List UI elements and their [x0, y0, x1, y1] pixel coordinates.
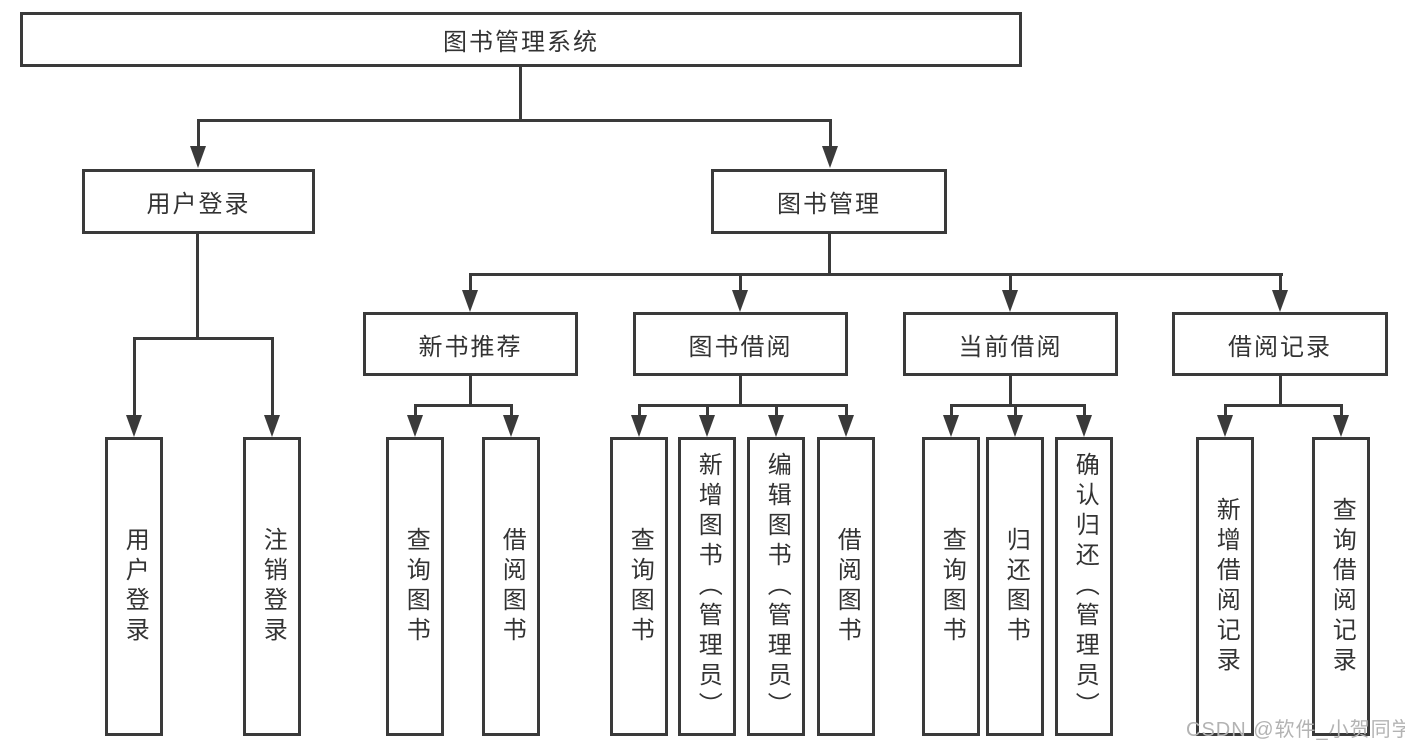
node-book-borrow: 图书借阅 [633, 312, 848, 376]
node-borrow-records-label: 借阅记录 [1228, 333, 1332, 361]
connector-stem [1340, 404, 1343, 417]
arrowhead-down [1002, 290, 1018, 312]
arrowhead-down [768, 415, 784, 437]
connector-current-borrow-trunk [1009, 376, 1012, 406]
arrowhead-down [838, 415, 854, 437]
arrowhead-down [1217, 415, 1233, 437]
node-book-management: 图书管理 [711, 169, 947, 234]
arrowhead-down [732, 290, 748, 312]
connector-current-borrow-bar [950, 404, 1086, 407]
arrowhead-down [822, 146, 838, 168]
arrowhead-down [1272, 290, 1288, 312]
connector-level3-bar [469, 273, 1283, 276]
connector-book-borrow-trunk [739, 376, 742, 406]
connector-stem [706, 404, 709, 417]
connector-stem [414, 404, 417, 417]
leaf-query-books-recommend: 查询图书 [386, 437, 444, 736]
leaf-add-book-admin-label: 新增图书（管理员） [694, 451, 722, 722]
leaf-borrow-books: 借阅图书 [817, 437, 875, 736]
connector-stem [271, 337, 274, 417]
leaf-user-login: 用户登录 [105, 437, 163, 736]
connector-stem [845, 404, 848, 417]
arrowhead-down [1007, 415, 1023, 437]
leaf-logout: 注销登录 [243, 437, 301, 736]
leaf-query-books-recommend-label: 查询图书 [402, 526, 430, 647]
connector-stem [638, 404, 641, 417]
connector-root-trunk [519, 67, 522, 120]
leaf-add-book-admin: 新增图书（管理员） [678, 437, 736, 736]
leaf-query-books-borrow: 查询图书 [610, 437, 668, 736]
connector-stem [1083, 404, 1086, 417]
arrowhead-down [407, 415, 423, 437]
connector-book-borrow-bar [638, 404, 848, 407]
node-user-login-label: 用户登录 [146, 191, 251, 218]
connector-stem [829, 119, 832, 149]
arrowhead-down [503, 415, 519, 437]
leaf-edit-book-admin: 编辑图书（管理员） [747, 437, 805, 736]
connector-stem [1224, 404, 1227, 417]
connector-user-login-trunk [196, 234, 199, 340]
leaf-confirm-return-admin-label: 确认归还（管理员） [1071, 451, 1099, 722]
leaf-query-borrow-record-label: 查询借阅记录 [1328, 496, 1356, 677]
connector-borrow-records-trunk [1279, 376, 1282, 406]
node-new-book-recommend-label: 新书推荐 [418, 333, 523, 361]
leaf-borrow-books-recommend: 借阅图书 [482, 437, 540, 736]
leaf-logout-label: 注销登录 [259, 526, 287, 647]
leaf-confirm-return-admin: 确认归还（管理员） [1055, 437, 1113, 736]
arrowhead-down [1076, 415, 1092, 437]
connector-stem [950, 404, 953, 417]
leaf-edit-book-admin-label: 编辑图书（管理员） [763, 451, 791, 722]
arrowhead-down [190, 146, 206, 168]
connector-stem [133, 337, 136, 417]
arrowhead-down [943, 415, 959, 437]
connector-stem [469, 273, 472, 293]
connector-book-management-trunk [828, 234, 831, 276]
node-library-system: 图书管理系统 [20, 12, 1022, 67]
node-borrow-records: 借阅记录 [1172, 312, 1388, 376]
csdn-watermark: CSDN @软件_小贺同学 [1186, 719, 1405, 741]
node-user-login: 用户登录 [82, 169, 315, 234]
connector-new-book-bar [414, 404, 513, 407]
arrowhead-down [264, 415, 280, 437]
leaf-query-books-borrow-label: 查询图书 [626, 526, 654, 647]
connector-stem [739, 273, 742, 293]
connector-stem [197, 119, 200, 149]
connector-stem [1014, 404, 1017, 417]
connector-stem [1279, 273, 1282, 293]
leaf-borrow-books-label: 借阅图书 [833, 526, 861, 647]
leaf-return-books: 归还图书 [986, 437, 1044, 736]
leaf-add-borrow-record-label: 新增借阅记录 [1212, 496, 1240, 677]
connector-stem [775, 404, 778, 417]
node-book-borrow-label: 图书借阅 [688, 333, 793, 361]
arrowhead-down [462, 290, 478, 312]
connector-stem [510, 404, 513, 417]
leaf-query-borrow-record: 查询借阅记录 [1312, 437, 1370, 736]
leaf-query-books-current: 查询图书 [922, 437, 980, 736]
connector-level2-bar [197, 119, 832, 122]
leaf-return-books-label: 归还图书 [1002, 526, 1030, 647]
node-current-borrow: 当前借阅 [903, 312, 1118, 376]
connector-borrow-records-bar [1224, 404, 1343, 407]
leaf-borrow-books-recommend-label: 借阅图书 [498, 526, 526, 647]
node-library-system-label: 图书管理系统 [443, 29, 599, 56]
leaf-add-borrow-record: 新增借阅记录 [1196, 437, 1254, 736]
leaf-query-books-current-label: 查询图书 [938, 526, 966, 647]
arrowhead-down [1333, 415, 1349, 437]
connector-user-login-bar [133, 337, 274, 340]
node-current-borrow-label: 当前借阅 [958, 333, 1063, 361]
arrowhead-down [126, 415, 142, 437]
arrowhead-down [699, 415, 715, 437]
connector-stem [1009, 273, 1012, 293]
connector-new-book-trunk [469, 376, 472, 406]
arrowhead-down [631, 415, 647, 437]
leaf-user-login-label: 用户登录 [121, 526, 149, 647]
node-new-book-recommend: 新书推荐 [363, 312, 578, 376]
node-book-management-label: 图书管理 [777, 191, 881, 218]
